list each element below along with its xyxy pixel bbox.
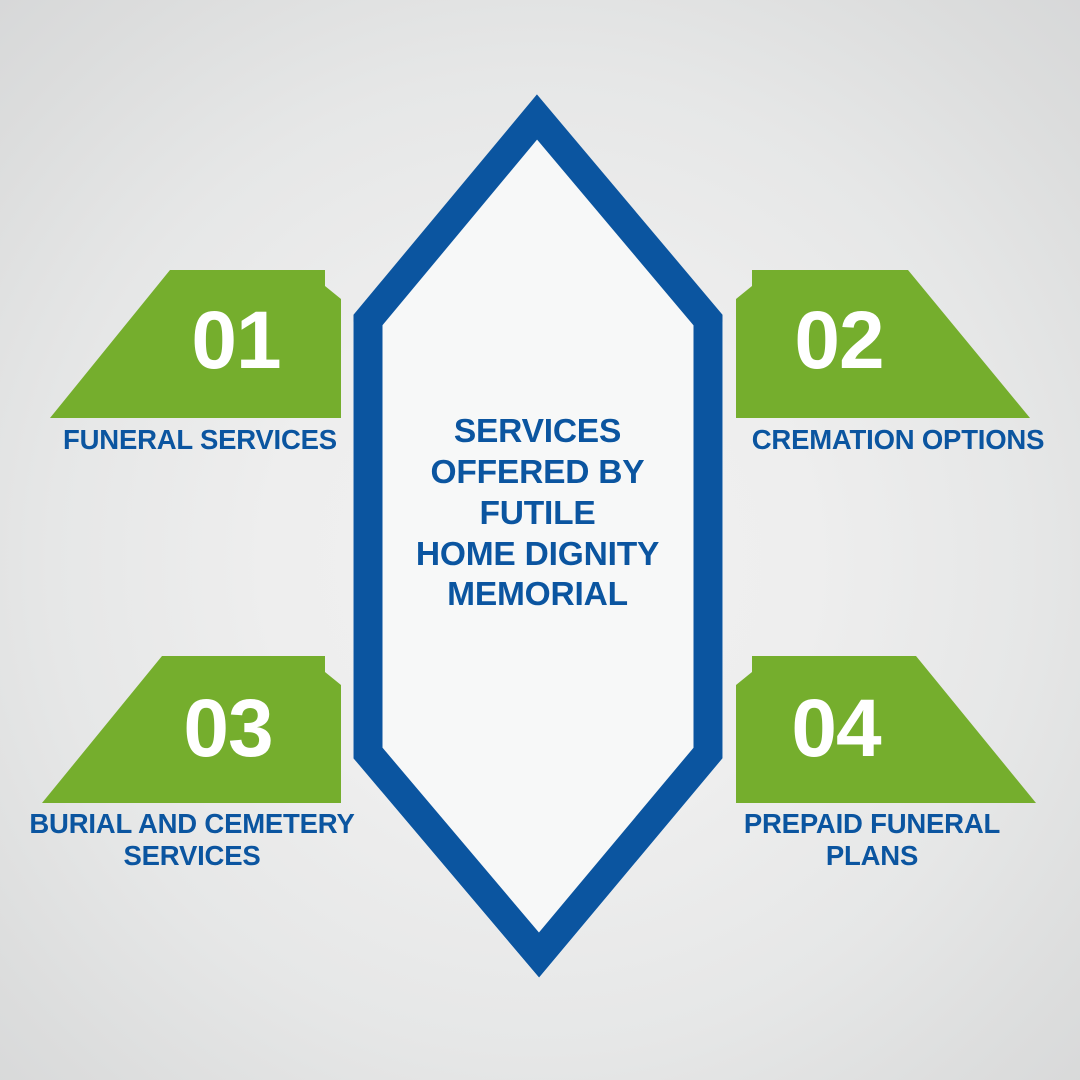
step-label-burial-and-cemetery-services[interactable]: BURIAL AND CEMETERY SERVICES — [29, 808, 355, 872]
step-shape-01[interactable] — [50, 270, 341, 418]
step-number-04: 04 — [791, 683, 881, 774]
step-number-02: 02 — [794, 295, 884, 386]
step-shape-02[interactable] — [736, 270, 1030, 418]
step-label-funeral-services[interactable]: FUNERAL SERVICES — [63, 424, 337, 455]
step-label-prepaid-funeral-plans[interactable]: PREPAID FUNERAL PLANS — [743, 808, 1001, 872]
center-hexagon-outline[interactable] — [353, 94, 723, 978]
step-shape-03[interactable] — [42, 656, 341, 803]
center-title: SERVICES OFFERED BY FUTILE HOME DIGNITY … — [415, 413, 660, 614]
center-hexagon-fill — [353, 102, 723, 978]
step-number-03: 03 — [183, 683, 273, 774]
step-number-01: 01 — [191, 295, 281, 386]
step-shape-04[interactable] — [736, 656, 1036, 803]
step-label-cremation-options[interactable]: CREMATION OPTIONS — [751, 424, 1045, 455]
